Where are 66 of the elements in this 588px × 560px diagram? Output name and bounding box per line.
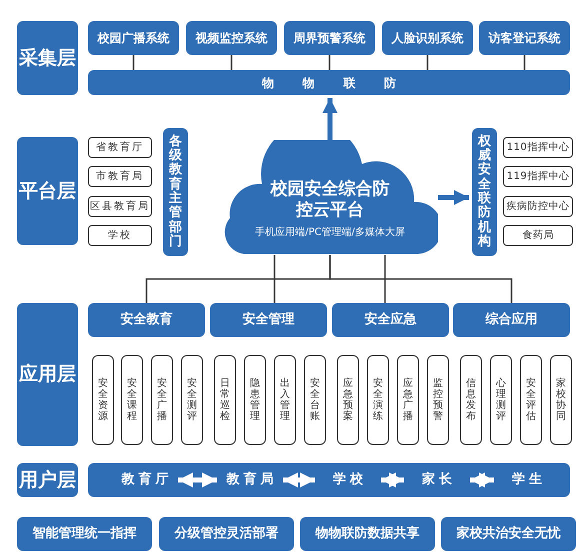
platform-subtitle: 手机应用端/PC管理端/多媒体大屏 (255, 226, 405, 240)
department-box: 市教育局 (88, 166, 152, 187)
feature-box: 物物联防数据共享 (300, 517, 435, 551)
double-arrow (283, 472, 315, 488)
category-box: 安全教育 (88, 303, 205, 337)
arrow (322, 98, 338, 140)
connector-line (524, 55, 526, 70)
department-box: 省教育厅 (88, 137, 152, 158)
arrow (438, 190, 469, 205)
category-box: 综合应用 (453, 303, 570, 337)
agency-box: 110指挥中心 (503, 137, 573, 158)
feature-box: 家校共治安全无忧 (441, 517, 576, 551)
system-box: 人脸识别系统 (382, 21, 473, 55)
agency-box: 疾病防控中心 (503, 196, 573, 217)
layer-box: 平台层 (17, 137, 78, 245)
user-label: 学生 (497, 470, 557, 490)
function-box: 安全台账 (304, 355, 326, 445)
function-box: 应急预案 (337, 355, 359, 445)
double-arrow (381, 472, 404, 488)
vertical-label-box: 权威安全联防机构 (472, 128, 497, 256)
function-box: 安全评估 (520, 355, 542, 445)
connector-line (329, 255, 512, 303)
platform-title: 校园安全综合防控云平台 (269, 178, 390, 222)
function-box: 隐患管理 (244, 355, 266, 445)
layer-box: 用户层 (17, 463, 78, 497)
function-box: 日常巡检 (214, 355, 236, 445)
connector-line (132, 55, 134, 70)
user-band (88, 463, 570, 497)
system-box: 视频监控系统 (186, 21, 277, 55)
function-box: 心理测评 (490, 355, 512, 445)
connector-line (274, 255, 276, 303)
department-box: 区县教育局 (88, 196, 152, 217)
category-box: 安全应急 (332, 303, 449, 337)
department-box: 学校 (88, 225, 152, 246)
double-arrow (470, 472, 494, 488)
function-box: 信息发布 (460, 355, 482, 445)
feature-box: 智能管理统一指挥 (17, 517, 152, 551)
connector-line (230, 55, 232, 70)
connector-line (384, 255, 386, 303)
vertical-label-box: 各级教育主管部门 (163, 128, 188, 256)
feature-box: 分级管控灵活部署 (159, 517, 294, 551)
connector-line (426, 55, 428, 70)
category-box: 安全管理 (210, 303, 327, 337)
connector-line (328, 55, 330, 70)
function-box: 安全课程 (121, 355, 143, 445)
double-arrow (178, 472, 217, 488)
user-label: 学校 (318, 470, 378, 490)
user-label: 教育局 (220, 470, 280, 490)
function-box: 监控预警 (427, 355, 449, 445)
system-box: 周界预警系统 (284, 21, 375, 55)
function-box: 安全资源 (92, 355, 114, 445)
iot-bar: 物物联防 (88, 70, 570, 95)
function-box: 出入管理 (274, 355, 296, 445)
system-box: 访客登记系统 (479, 21, 570, 55)
layer-box: 应用层 (17, 303, 78, 446)
layer-box: 采集层 (17, 21, 78, 95)
user-label: 教育厅 (115, 470, 175, 490)
system-box: 校园广播系统 (88, 21, 179, 55)
function-box: 家校协同 (550, 355, 572, 445)
function-box: 安全测评 (181, 355, 203, 445)
function-box: 安全演练 (367, 355, 389, 445)
agency-box: 食药局 (503, 225, 573, 246)
function-box: 安全广播 (151, 355, 173, 445)
user-label: 家长 (407, 470, 467, 490)
agency-box: 119指挥中心 (503, 166, 573, 187)
function-box: 应急广播 (397, 355, 419, 445)
